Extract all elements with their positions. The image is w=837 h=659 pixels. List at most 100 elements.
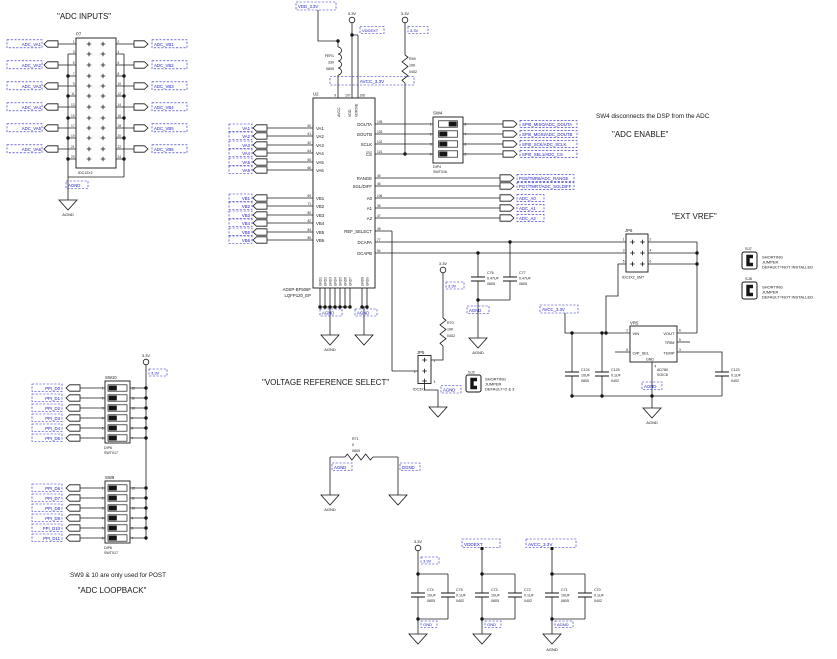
svg-text:AGND: AGND: [557, 622, 569, 627]
p7-part: IDC12X2: [78, 171, 93, 175]
svg-text:DEFAULT=NOT INSTALLED: DEFAULT=NOT INSTALLED: [762, 295, 813, 300]
svg-text:VA4: VA4: [316, 151, 324, 156]
svg-text:PPI_D8: PPI_D8: [45, 506, 60, 511]
adc-inputs-title: "ADC INPUTS": [57, 12, 111, 21]
svg-text:7: 7: [465, 133, 467, 137]
svg-text:7: 7: [132, 437, 134, 441]
svg-text:0402: 0402: [611, 379, 619, 383]
svg-text:0805: 0805: [352, 449, 360, 453]
svg-text:VA2: VA2: [242, 134, 250, 139]
svg-text:A1: A1: [367, 206, 373, 211]
svg-text:0.1UF: 0.1UF: [594, 594, 605, 598]
svg-text:0402: 0402: [524, 599, 532, 603]
adc-loopback-title: "ADC LOOPBACK": [78, 586, 147, 595]
svg-text:AGND: AGND: [644, 384, 656, 389]
svg-text:0402: 0402: [447, 334, 455, 338]
svg-text:GND: GND: [487, 622, 496, 627]
u2-input-net-labels: VA1 VA2 VA3 VA4 VA5 VA6 VB1 VB2 VB3 VB4 …: [228, 123, 253, 244]
u2-ground-drops: AGND AGND AGND: [319, 308, 378, 352]
svg-text:6: 6: [465, 143, 467, 147]
svg-text:5: 5: [623, 260, 625, 264]
svg-text:0.1UF: 0.1UF: [611, 374, 622, 378]
svg-text:PG7/TMR7/ADC_SGLDIFF: PG7/TMR7/ADC_SGLDIFF: [519, 184, 572, 189]
svg-text:11: 11: [132, 397, 136, 401]
vr5-pkg: SOIC8: [657, 373, 668, 377]
svg-text:VA3: VA3: [316, 143, 324, 148]
svg-text:19: 19: [71, 134, 75, 138]
svg-text:ADC_VA2: ADC_VA2: [22, 63, 42, 68]
svg-text:3.3V: 3.3V: [448, 284, 457, 289]
svg-text:VA6: VA6: [316, 168, 324, 173]
svg-text:1: 1: [102, 487, 104, 491]
svg-text:ADC_A0: ADC_A0: [519, 196, 536, 201]
svg-text:GND2: GND2: [323, 277, 327, 286]
svg-text:1: 1: [434, 359, 436, 363]
svg-text:VIN: VIN: [633, 331, 640, 336]
svg-text:PPI_D5: PPI_D5: [45, 436, 60, 441]
svg-text:A2: A2: [367, 216, 373, 221]
svg-text:6: 6: [679, 329, 681, 333]
svg-text:A0: A0: [367, 196, 373, 201]
svg-text:10UF: 10UF: [581, 374, 591, 378]
svg-text:0402: 0402: [731, 379, 739, 383]
svg-text:ADC_VB1: ADC_VB1: [154, 42, 174, 47]
wires: [58, 10, 723, 634]
svg-text:SPI0_SEL1/ADC_CS: SPI0_SEL1/ADC_CS: [522, 152, 563, 157]
svg-text:VB4: VB4: [316, 221, 325, 226]
svg-text:5: 5: [465, 153, 467, 157]
svg-text:RANGE: RANGE: [357, 176, 372, 181]
svg-text:VB3: VB3: [242, 213, 251, 218]
dsp-net-ports: SPI0_MISO/ADC_DOUTA SPI0_MOSI/ADC_DOUTB …: [499, 120, 578, 222]
svg-text:ADC_VB4: ADC_VB4: [154, 105, 174, 110]
svg-text:C123: C123: [731, 368, 740, 372]
svg-text:9: 9: [334, 94, 336, 98]
svg-text:GND6: GND6: [343, 277, 347, 286]
svg-text:AGND: AGND: [472, 350, 484, 355]
sw4-note: SW4 disconnects the DSP from the ADC: [596, 113, 710, 120]
svg-text:PPI_D3: PPI_D3: [45, 416, 60, 421]
adc-enable-title: "ADC ENABLE": [612, 130, 669, 139]
svg-text:VA5: VA5: [242, 160, 250, 165]
svg-text:VB5: VB5: [316, 230, 325, 235]
svg-text:SPI0_SCK/ADC_SCLK: SPI0_SCK/ADC_SCLK: [522, 142, 567, 147]
svg-text:DIP6: DIP6: [104, 546, 112, 550]
svg-text:ADC_A1: ADC_A1: [519, 206, 536, 211]
svg-text:AVCC: AVCC: [337, 107, 341, 117]
sw4-pkg: DIP4: [433, 165, 441, 169]
svg-text:GND8: GND8: [360, 277, 364, 286]
svg-text:VB6: VB6: [242, 238, 251, 243]
svg-text:61: 61: [307, 132, 311, 136]
post-note: SW9 & 10 are only used for POST: [70, 572, 166, 579]
svg-text:6: 6: [650, 260, 652, 264]
svg-text:21: 21: [71, 145, 75, 149]
svg-text:66: 66: [307, 166, 311, 170]
v33-small-label: 3.3V: [410, 28, 419, 33]
svg-text:PPI_D10: PPI_D10: [43, 526, 61, 531]
svg-text:AGND: AGND: [469, 308, 481, 313]
svg-text:3.3V: 3.3V: [414, 539, 423, 544]
svg-text:DCAPB: DCAPB: [357, 251, 372, 256]
svg-text:106: 106: [377, 194, 383, 198]
svg-text:94: 94: [377, 249, 381, 253]
svg-text:GND4: GND4: [333, 277, 337, 286]
r71-symbol: [344, 453, 374, 461]
sj2-symbol: [464, 373, 483, 394]
sj2-ref: SJ2: [468, 370, 476, 375]
svg-text:R70: R70: [447, 321, 454, 325]
svg-text:PPI_D7: PPI_D7: [45, 496, 60, 501]
sj8-symbol: [740, 280, 759, 301]
svg-text:14: 14: [118, 103, 122, 107]
svg-text:PPI_D9: PPI_D9: [45, 516, 60, 521]
svg-text:VB5: VB5: [242, 230, 251, 235]
svg-text:36: 36: [377, 204, 381, 208]
svg-text:0805: 0805: [491, 599, 499, 603]
svg-text:VB1: VB1: [316, 196, 325, 201]
svg-text:8: 8: [132, 427, 134, 431]
svg-text:2: 2: [102, 497, 104, 501]
svg-text:108: 108: [360, 94, 366, 98]
vr5-part: AD780: [657, 368, 668, 372]
